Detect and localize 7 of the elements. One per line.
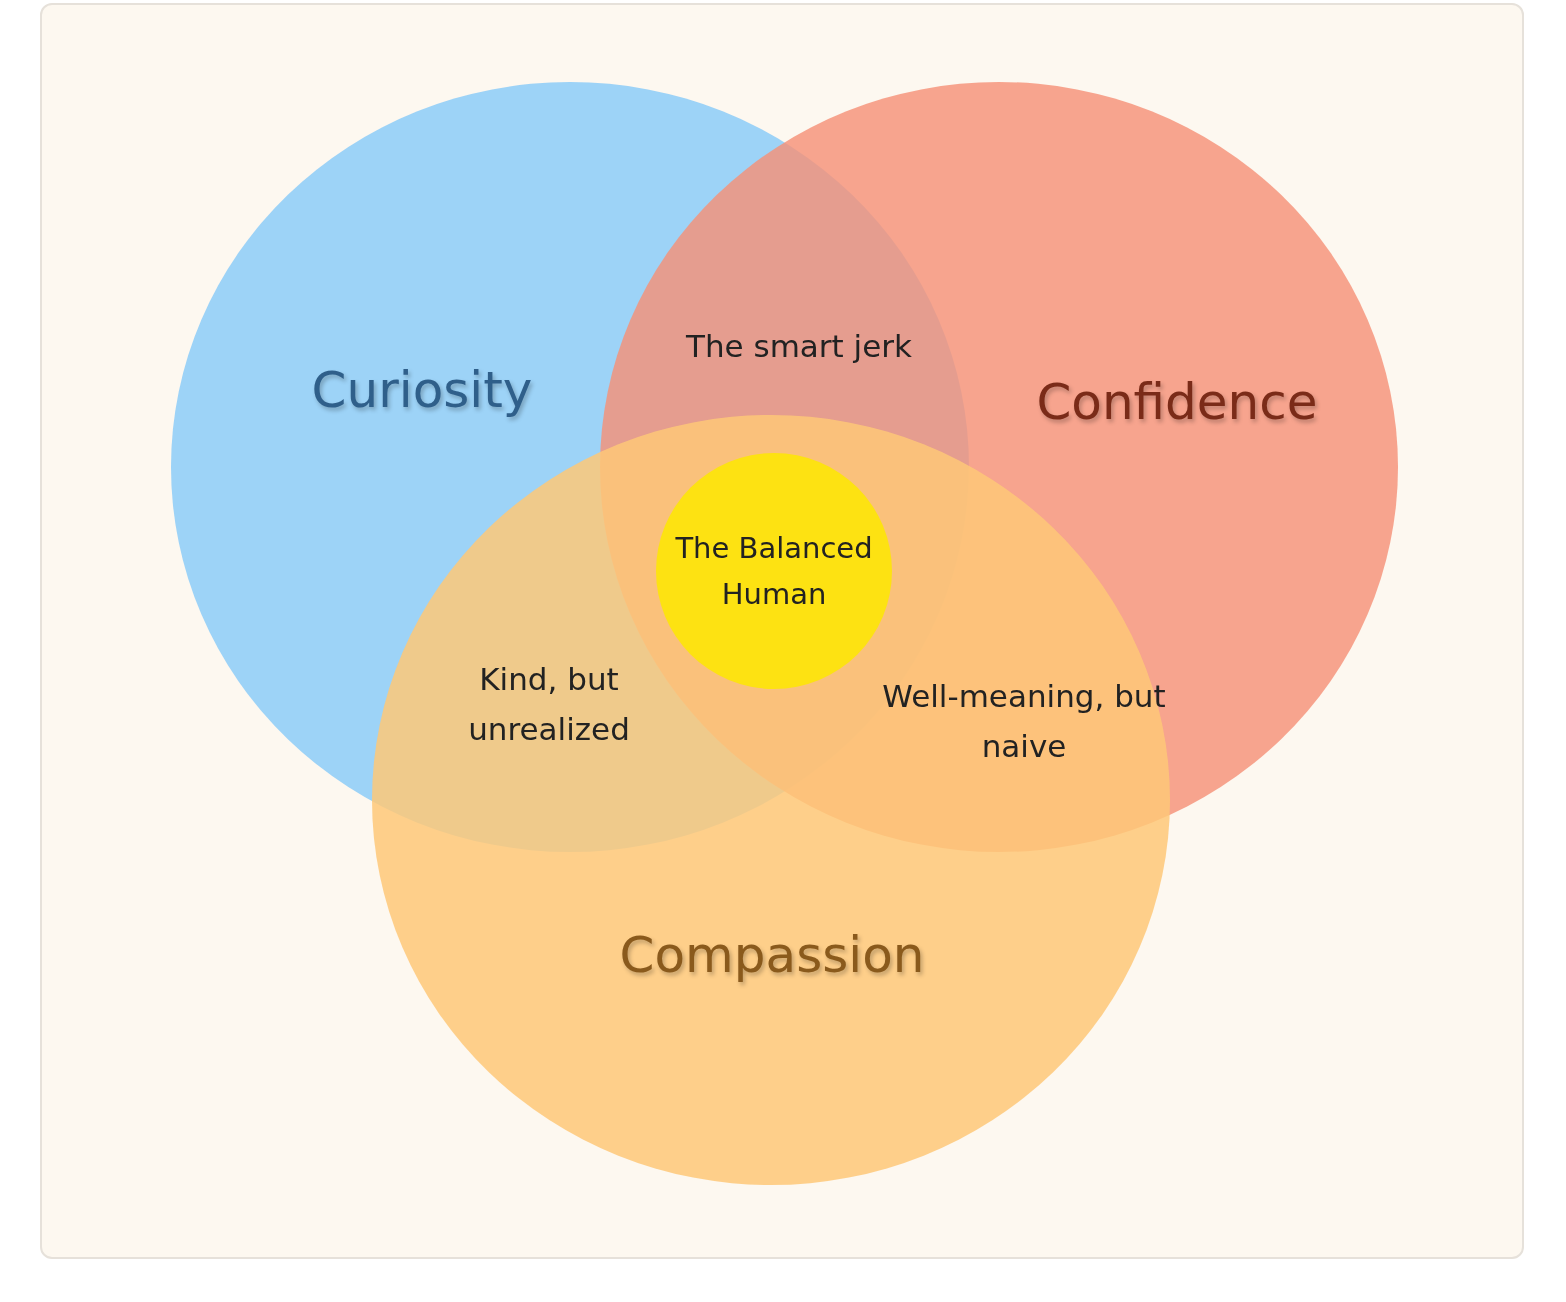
- overlap-label: Kind, but unrealized: [467, 660, 631, 749]
- overlap-label: Well-meaning, but naive: [881, 677, 1167, 766]
- center-label: The Balanced Human: [674, 529, 874, 613]
- overlap-label: The smart jerk: [686, 327, 912, 367]
- circle-title: Curiosity: [311, 361, 533, 419]
- circle-title: Confidence: [1036, 373, 1318, 431]
- circle-title: Compassion: [619, 926, 925, 984]
